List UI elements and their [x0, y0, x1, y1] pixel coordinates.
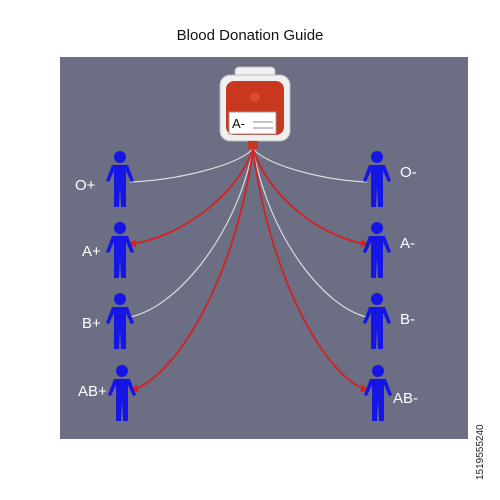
- transfusion-line-b-neg: [252, 148, 368, 318]
- label-a-pos: A+: [82, 243, 101, 260]
- person-icon-o-pos: [106, 151, 134, 207]
- transfusion-line-b-pos: [129, 148, 254, 318]
- person-icon-b-neg: [363, 293, 391, 349]
- blood-bag: A-: [219, 66, 291, 149]
- person-body: [106, 236, 134, 278]
- transfusion-line-o-pos: [129, 148, 254, 183]
- person-body: [106, 165, 134, 207]
- transfusion-arrow-a-neg: [252, 148, 369, 248]
- person-head: [114, 222, 126, 234]
- bag-outlet: [248, 141, 258, 149]
- person-head: [371, 151, 383, 163]
- label-ab-pos: AB+: [78, 383, 107, 400]
- recipients: [106, 151, 392, 421]
- person-body: [364, 379, 392, 421]
- label-b-pos: B+: [82, 315, 101, 332]
- diagram-title: Blood Donation Guide: [176, 27, 324, 44]
- label-ab-neg: AB-: [393, 390, 419, 407]
- label-o-neg: O-: [400, 164, 417, 181]
- person-body: [108, 379, 136, 421]
- person-icon-ab-neg: [364, 365, 392, 421]
- person-head: [371, 293, 383, 305]
- person-body: [363, 236, 391, 278]
- stock-id-watermark: 1519555240: [475, 424, 486, 480]
- person-head: [114, 151, 126, 163]
- person-icon-ab-pos: [108, 365, 136, 421]
- person-icon-a-neg: [363, 222, 391, 278]
- label-o-pos: O+: [75, 177, 96, 194]
- person-body: [363, 307, 391, 349]
- transfusion-lines: [128, 148, 369, 393]
- person-icon-a-pos: [106, 222, 134, 278]
- label-a-neg: A-: [400, 235, 415, 252]
- transfusion-arrow-ab-neg: [252, 148, 369, 393]
- transfusion-line-o-neg: [252, 148, 368, 183]
- bag-port: [250, 92, 260, 102]
- person-body: [106, 307, 134, 349]
- label-b-neg: B-: [400, 311, 415, 328]
- person-icon-o-neg: [363, 151, 391, 207]
- transfusion-arrow-a-pos: [128, 148, 254, 248]
- person-head: [371, 222, 383, 234]
- transfusion-arrow-ab-pos: [130, 148, 254, 393]
- person-head: [116, 365, 128, 377]
- person-head: [114, 293, 126, 305]
- person-icon-b-pos: [106, 293, 134, 349]
- diagram-canvas: A-: [60, 57, 468, 439]
- person-body: [363, 165, 391, 207]
- bag-label-text: A-: [232, 116, 245, 131]
- diagram-panel: A- O+ A+ B+ AB+ O- A- B- AB-: [60, 57, 468, 439]
- person-head: [372, 365, 384, 377]
